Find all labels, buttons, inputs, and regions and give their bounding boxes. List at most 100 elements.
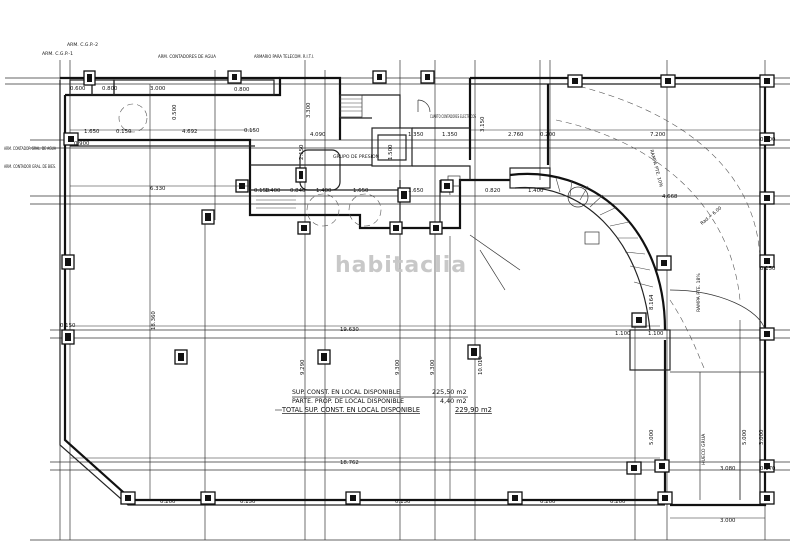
- dim-text: 1.650: [353, 188, 369, 194]
- arcs-and-ramps: [118, 83, 766, 500]
- dim-text: 0.150: [760, 266, 776, 272]
- dim-text: 1.400: [316, 188, 332, 194]
- column: [626, 461, 642, 475]
- column: [345, 491, 361, 505]
- column: [317, 349, 331, 365]
- dim-text: 0.200: [540, 132, 556, 138]
- column: [759, 459, 775, 473]
- label-hueco-grua: HUECO GRUA: [701, 433, 707, 465]
- column: [759, 491, 775, 505]
- dim-text: 0.600: [70, 86, 86, 92]
- dim-text: 0.170: [760, 466, 776, 472]
- dim-text: 19.630: [340, 327, 359, 333]
- dim-text: 0.150: [116, 129, 132, 135]
- dim-text: 1.400: [265, 188, 281, 194]
- dim-text: 9.300: [395, 359, 401, 375]
- column: [507, 491, 523, 505]
- summary-line1-value: 225,50 m2: [432, 388, 467, 396]
- dim-text: 4.090: [310, 132, 326, 138]
- dim-text: 3.000: [720, 518, 736, 524]
- summary-line1-label: SUP. CONST. EN LOCAL DISPONIBLE: [292, 388, 400, 396]
- column: [631, 312, 647, 328]
- column: [759, 191, 775, 205]
- column: [61, 329, 75, 345]
- label-cuarto-contadores: CUARTO CONTADORES ELECTRICOS: [430, 114, 476, 120]
- dim-text: 1.100: [648, 331, 664, 337]
- dim-text: 8.164: [649, 294, 655, 310]
- summary-line3-label: TOTAL SUP. CONST. EN LOCAL DISPONIBLE: [281, 406, 420, 414]
- dim-text: 0.200: [760, 137, 776, 143]
- column: [759, 132, 775, 146]
- column: [420, 70, 435, 84]
- dim-text: 0.840: [290, 188, 306, 194]
- dim-text: 7.200: [650, 132, 666, 138]
- dim-text: 3.300: [306, 102, 312, 118]
- dim-text: 0.150: [60, 323, 76, 329]
- column: [429, 221, 443, 235]
- summary-line2-label: PARTE. PROP. DE LOCAL DISPONIBLE: [292, 397, 404, 405]
- column: [61, 254, 75, 270]
- column: [83, 70, 96, 86]
- label-arm-cgp-2: ARM. C.G.P.-2: [67, 42, 98, 48]
- dim-text: 9.290: [300, 359, 306, 375]
- label-arm-contadores-agua: ARM. CONTADORES DE AGUA: [158, 54, 217, 60]
- dim-text: 9.300: [430, 359, 436, 375]
- dim-text: 0.820: [485, 188, 501, 194]
- dim-text: 0.200: [540, 499, 556, 505]
- column: [656, 255, 672, 271]
- dim-text: 18.762: [340, 460, 359, 466]
- column: [467, 344, 481, 360]
- dim-text: 1.350: [408, 132, 424, 138]
- label-armario-telecom: ARMARIO PARA TELECOM. R.I.T.I.: [254, 54, 314, 60]
- dim-text: 10.010: [478, 356, 484, 375]
- column: [657, 491, 673, 505]
- label-arm-cgp-1: ARM. C.G.P.-1: [42, 51, 73, 57]
- dim-text: 3.080: [720, 466, 736, 472]
- dim-text: 0.150: [254, 188, 270, 194]
- columns: [61, 70, 775, 505]
- dim-text: 1.400: [528, 188, 544, 194]
- label-rampa-2: RAMPA PTE. 18%: [696, 273, 702, 312]
- column: [389, 221, 403, 235]
- dim-text: 3.000: [150, 86, 166, 92]
- surface-summary: SUP. CONST. EN LOCAL DISPONIBLE 225,50 m…: [275, 388, 492, 414]
- column: [397, 187, 411, 203]
- dim-text: 0.150: [240, 499, 256, 505]
- column: [200, 491, 216, 505]
- summary-line2-value: 4,40 m2: [440, 397, 467, 405]
- dim-text: 1.350: [442, 132, 458, 138]
- dim-text: 3.000: [759, 429, 765, 445]
- stairs: [256, 94, 654, 288]
- dim-text: 0.150: [244, 128, 260, 134]
- dim-text: 3.150: [480, 116, 486, 132]
- column: [759, 254, 775, 268]
- dim-text: 0.500: [172, 104, 178, 120]
- column: [174, 349, 188, 365]
- column: [759, 74, 775, 88]
- column: [759, 327, 775, 341]
- dim-text: 0.200: [610, 499, 626, 505]
- dim-text: 18.360: [151, 311, 157, 330]
- label-arm-contador-agua: ARM. CONTADOR GRAL. DE AGUA: [4, 146, 57, 152]
- label-grupo-presion: GRUPO DE PRESION: [333, 154, 379, 160]
- column: [440, 179, 454, 193]
- dim-text: 0.900: [74, 141, 90, 147]
- label-arm-contador-bies: ARM. CONTADOR GRAL. DE BIES.: [4, 164, 56, 170]
- watermark: habitaclia: [335, 253, 467, 278]
- dim-text: 0.200: [160, 499, 176, 505]
- column: [654, 459, 670, 473]
- dim-text: 0.150: [395, 499, 411, 505]
- dim-text: 5.000: [742, 429, 748, 445]
- dim-text: 1.500: [388, 144, 394, 160]
- dim-text: 0.800: [102, 86, 118, 92]
- dimension-lines: [70, 84, 765, 519]
- column: [297, 221, 311, 235]
- dim-text: 1.650: [408, 188, 424, 194]
- column: [120, 491, 136, 505]
- interior-walls: [69, 79, 671, 371]
- column: [295, 167, 307, 183]
- label-rampa-1: RAMPA PTE. 10%: [648, 149, 664, 189]
- dim-text: 4.668: [662, 194, 678, 200]
- dim-text: 6.330: [150, 186, 166, 192]
- dimension-texts: 0.600 0.800 3.000 0.800 1.650 0.150 4.69…: [60, 86, 776, 524]
